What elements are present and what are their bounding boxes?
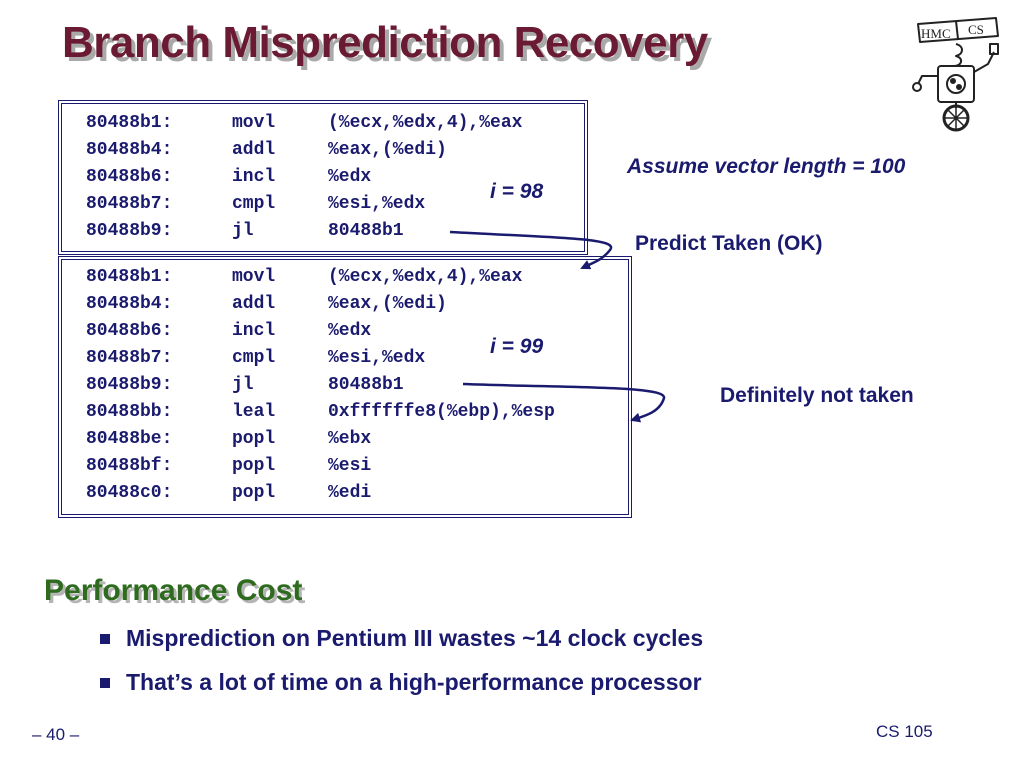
- code-operand: %eax,(%edi): [328, 294, 447, 314]
- code-opcode: popl: [232, 456, 276, 476]
- code-operand: 80488b1: [328, 375, 404, 395]
- code-address: 80488b9:: [86, 221, 173, 241]
- code-address: 80488b6:: [86, 321, 173, 341]
- slide-title: Branch Misprediction Recovery: [62, 18, 708, 67]
- code-opcode: movl: [232, 113, 276, 133]
- code-opcode: jl: [232, 221, 254, 241]
- code-opcode: popl: [232, 429, 276, 449]
- code-address: 80488b1:: [86, 267, 173, 287]
- code-opcode: movl: [232, 267, 276, 287]
- bullet-text-2: That’s a lot of time on a high-performan…: [126, 669, 702, 695]
- code-operand: %edi: [328, 483, 372, 503]
- bullet-marker-1: [100, 634, 110, 644]
- code-operand: %esi,%edx: [328, 194, 426, 214]
- code-operand: 0xffffffe8(%ebp),%esp: [328, 402, 555, 422]
- code-address: 80488c0:: [86, 483, 173, 503]
- bullet-marker-2: [100, 678, 110, 688]
- code-block-iteration-99: 80488b1: movl (%ecx,%edx,4),%eax 80488b4: ad…: [58, 256, 632, 518]
- assume-note: Assume vector length = 100: [627, 155, 906, 178]
- not-taken-note: Definitely not taken: [720, 384, 914, 407]
- code-opcode: addl: [232, 140, 276, 160]
- code-block-iteration-98: 80488b1: movl (%ecx,%edx,4),%eax 80488b4: ad…: [58, 100, 588, 255]
- code-opcode: leal: [232, 402, 276, 422]
- code-opcode: cmpl: [232, 194, 276, 214]
- code-operand: %esi,%edx: [328, 348, 426, 368]
- code-address: 80488b1:: [86, 113, 173, 133]
- code-address: 80488b4:: [86, 140, 173, 160]
- hmc-cs-robot-logo: HMC CS: [912, 17, 999, 132]
- code-opcode: cmpl: [232, 348, 276, 368]
- code-operand: (%ecx,%edx,4),%eax: [328, 113, 523, 133]
- performance-heading: Performance Cost: [44, 574, 303, 607]
- code-opcode: jl: [232, 375, 254, 395]
- code-address: 80488bb:: [86, 402, 173, 422]
- code-operand: %edx: [328, 167, 372, 187]
- course-label: CS 105: [876, 722, 933, 741]
- code-operand: %ebx: [328, 429, 372, 449]
- logo-text-hmc: HMC: [921, 26, 951, 41]
- code-opcode: popl: [232, 483, 276, 503]
- code-address: 80488b7:: [86, 194, 173, 214]
- code-address: 80488b9:: [86, 375, 173, 395]
- code-address: 80488be:: [86, 429, 173, 449]
- page-number: – 40 –: [32, 725, 80, 744]
- code-opcode: incl: [232, 167, 276, 187]
- code-opcode: incl: [232, 321, 276, 341]
- code-operand: %eax,(%edi): [328, 140, 447, 160]
- code-operand: %edx: [328, 321, 372, 341]
- iteration-label-98: i = 98: [490, 180, 544, 203]
- code-operand: 80488b1: [328, 221, 404, 241]
- code-operand: (%ecx,%edx,4),%eax: [328, 267, 523, 287]
- code-address: 80488bf:: [86, 456, 173, 476]
- iteration-label-99: i = 99: [490, 335, 544, 358]
- code-address: 80488b4:: [86, 294, 173, 314]
- code-address: 80488b7:: [86, 348, 173, 368]
- predict-taken-arrow: [449, 230, 613, 270]
- code-operand: %esi: [328, 456, 372, 476]
- not-taken-arrow: [462, 382, 666, 423]
- predict-taken-note: Predict Taken (OK): [635, 232, 823, 255]
- logo-text-cs: CS: [968, 22, 984, 37]
- bullet-text-1: Misprediction on Pentium III wastes ~14 …: [126, 625, 704, 651]
- code-opcode: addl: [232, 294, 276, 314]
- code-address: 80488b6:: [86, 167, 173, 187]
